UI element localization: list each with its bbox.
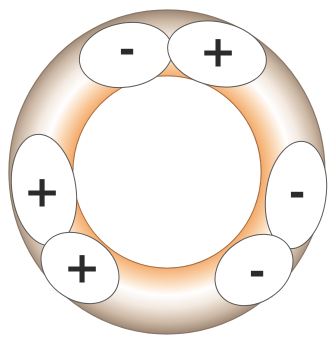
sign-left-upper: + — [24, 167, 61, 218]
sign-left-lower: + — [64, 243, 101, 294]
sign-right-lower: - — [249, 249, 266, 295]
sign-top-left: - — [119, 27, 136, 73]
sign-top-right: + — [200, 27, 237, 78]
sign-right-upper: - — [289, 170, 306, 216]
ring-inner-edge — [73, 76, 261, 268]
